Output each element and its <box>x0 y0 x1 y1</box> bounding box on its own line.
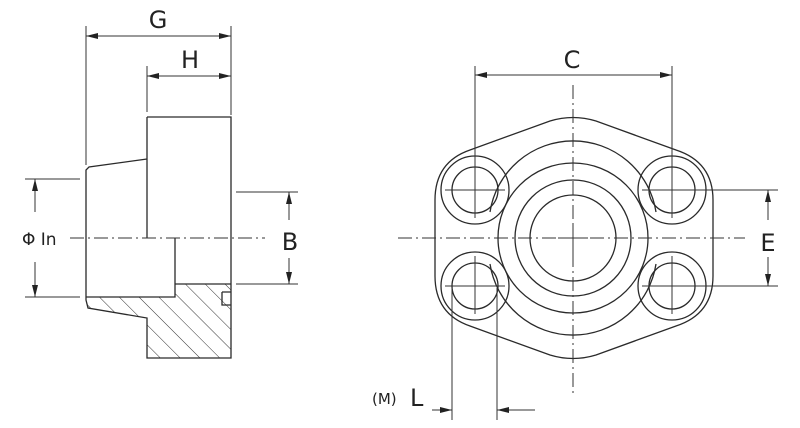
dimension-label-b: B <box>282 228 298 256</box>
dimension-label-e: E <box>760 229 775 257</box>
bolt-hole-bottom-left <box>440 251 510 321</box>
dimension-label-c: C <box>564 46 581 74</box>
bolt-hole-top-left <box>440 155 510 225</box>
front-view: C E (M) L <box>372 46 778 420</box>
dimension-label-l: L <box>410 384 424 412</box>
center-cross <box>558 223 588 253</box>
section-hatch <box>86 284 231 358</box>
dimension-label-m: (M) <box>372 390 397 408</box>
side-view: G H Φ In B <box>22 6 298 359</box>
dimension-label-phi-in: Φ In <box>22 230 57 250</box>
side-outline <box>85 116 232 359</box>
flange-outline <box>434 116 714 360</box>
dimension-label-g: G <box>149 6 168 34</box>
dimension-label-h: H <box>181 46 199 74</box>
